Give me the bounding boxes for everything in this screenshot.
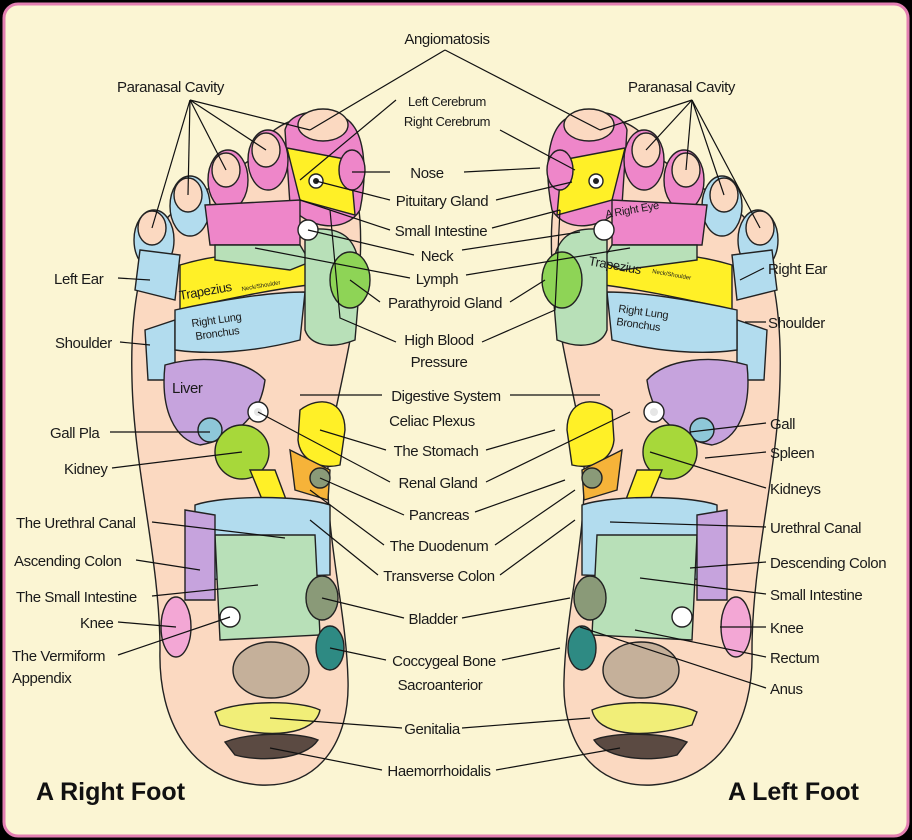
vermiform-label: The Vermiform [12,648,105,665]
transverse-colon-label: Transverse Colon [383,568,494,585]
small-intestine-center-label: Small Intestine [395,223,487,240]
coccygeal-bone-label: Coccygeal Bone [392,653,496,670]
pressure-label: Pressure [411,354,468,371]
right-foot-title: A Right Foot [36,778,186,806]
parathyroid-gland-label: Parathyroid Gland [388,295,502,312]
knee-right-label: Knee [80,615,113,632]
digestive-system-label: Digestive System [391,388,500,405]
appendix-label: Appendix [12,670,72,687]
small-intestine-right-label: The Small Intestine [16,589,137,606]
knee-left-label: Knee [770,620,803,637]
kidney-label: Kidney [64,461,108,478]
kidneys-label: Kidneys [770,481,821,498]
urethral-canal-left-label: Urethral Canal [770,520,861,537]
gall-label: Gall [770,416,795,433]
the-stomach-label: The Stomach [394,443,479,460]
right-cerebrum-label: Right Cerebrum [404,114,490,129]
genitalia-label: Genitalia [404,721,461,738]
neck-label: Neck [421,248,454,265]
shoulder-right-label: Shoulder [55,335,112,352]
lymph-label: Lymph [416,271,459,288]
left-foot-title: A Left Foot [728,778,860,806]
anus-label: Anus [770,681,803,698]
urethral-canal-right-label: The Urethral Canal [16,515,136,532]
the-duodenum-label: The Duodenum [390,538,489,555]
haemorrhoidalis-label: Haemorrhoidalis [387,763,490,780]
shoulder-left-label: Shoulder [768,315,825,332]
descending-colon-label: Descending Colon [770,555,886,572]
paranasal-cavity-left-label: Paranasal Cavity [628,79,736,96]
sacroanterior-label: Sacroanterior [398,677,483,694]
right-ear-label: Right Ear [768,261,827,278]
pituitary-gland-label: Pituitary Gland [396,193,488,210]
small-intestine-left-label: Small Intestine [770,587,862,604]
left-foot-labels: Paranasal Cavity Right Ear Shoulder Gall… [628,79,887,698]
celiac-plexus-label: Celiac Plexus [389,413,475,430]
rectum-label: Rectum [770,650,819,667]
leader-lines [110,49,767,771]
high-blood-label: High Blood [404,332,473,349]
left-cerebrum-label: Left Cerebrum [408,94,486,109]
liver-label: Liver [172,380,203,397]
ascending-colon-label: Ascending Colon [14,553,121,570]
renal-gland-label: Renal Gland [399,475,478,492]
gall-pla-label: Gall Pla [50,425,100,442]
pancreas-label: Pancreas [409,507,469,524]
left-ear-label: Left Ear [54,271,104,288]
nose-label: Nose [410,165,443,182]
angiomatosis-label: Angiomatosis [404,31,489,48]
bladder-label: Bladder [409,611,458,628]
paranasal-cavity-right-label: Paranasal Cavity [117,79,225,96]
spleen-label: Spleen [770,445,814,462]
center-labels: Angiomatosis Left Cerebrum Right Cerebru… [383,31,502,780]
right-foot-labels: Paranasal Cavity Left Ear Shoulder Gall … [12,79,225,687]
